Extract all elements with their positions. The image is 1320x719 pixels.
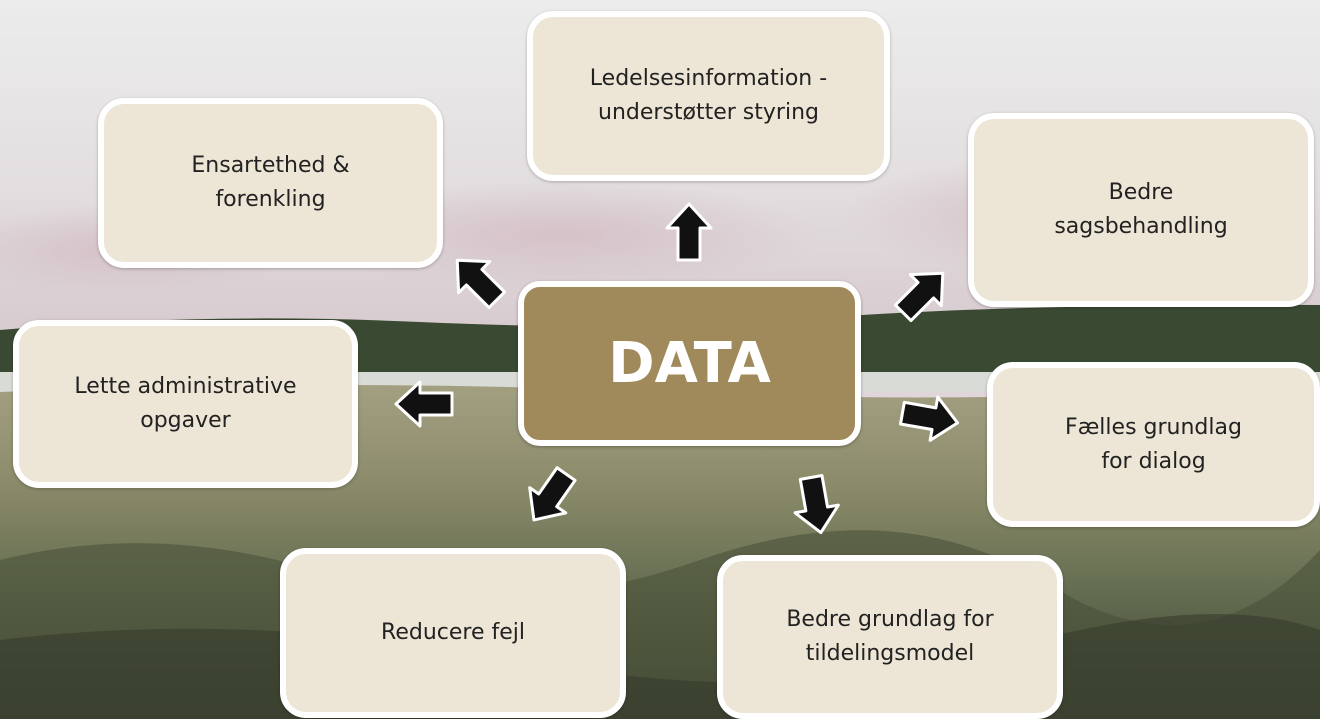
node-tildelingsmodel-label: Bedre grundlag for tildelingsmodel [786,607,994,666]
node-ledelsesinformation-label: Ledelsesinformation - understøtter styri… [589,66,828,125]
node-sagsbehandling: Bedre sagsbehandling [968,113,1314,307]
node-dialog: Fælles grundlag for dialog [987,362,1320,527]
node-reducere-fejl: Reducere fejl [280,548,626,718]
node-sagsbehandling-label: Bedre sagsbehandling [1054,180,1228,239]
center-data-node: DATA [518,281,861,446]
node-ensartethed: Ensartethed & forenkling [98,98,443,268]
center-data-label: DATA [608,331,771,396]
node-dialog-label: Fælles grundlag for dialog [1065,414,1242,474]
node-ledelsesinformation: Ledelsesinformation - understøtter styri… [527,11,890,181]
node-ensartethed-label: Ensartethed & forenkling [191,153,350,212]
node-reducere-fejl-label: Reducere fejl [381,620,525,645]
node-administrative: Lette administrative opgaver [13,320,358,488]
node-tildelingsmodel: Bedre grundlag for tildelingsmodel [717,555,1063,719]
node-administrative-label: Lette administrative opgaver [74,374,297,433]
